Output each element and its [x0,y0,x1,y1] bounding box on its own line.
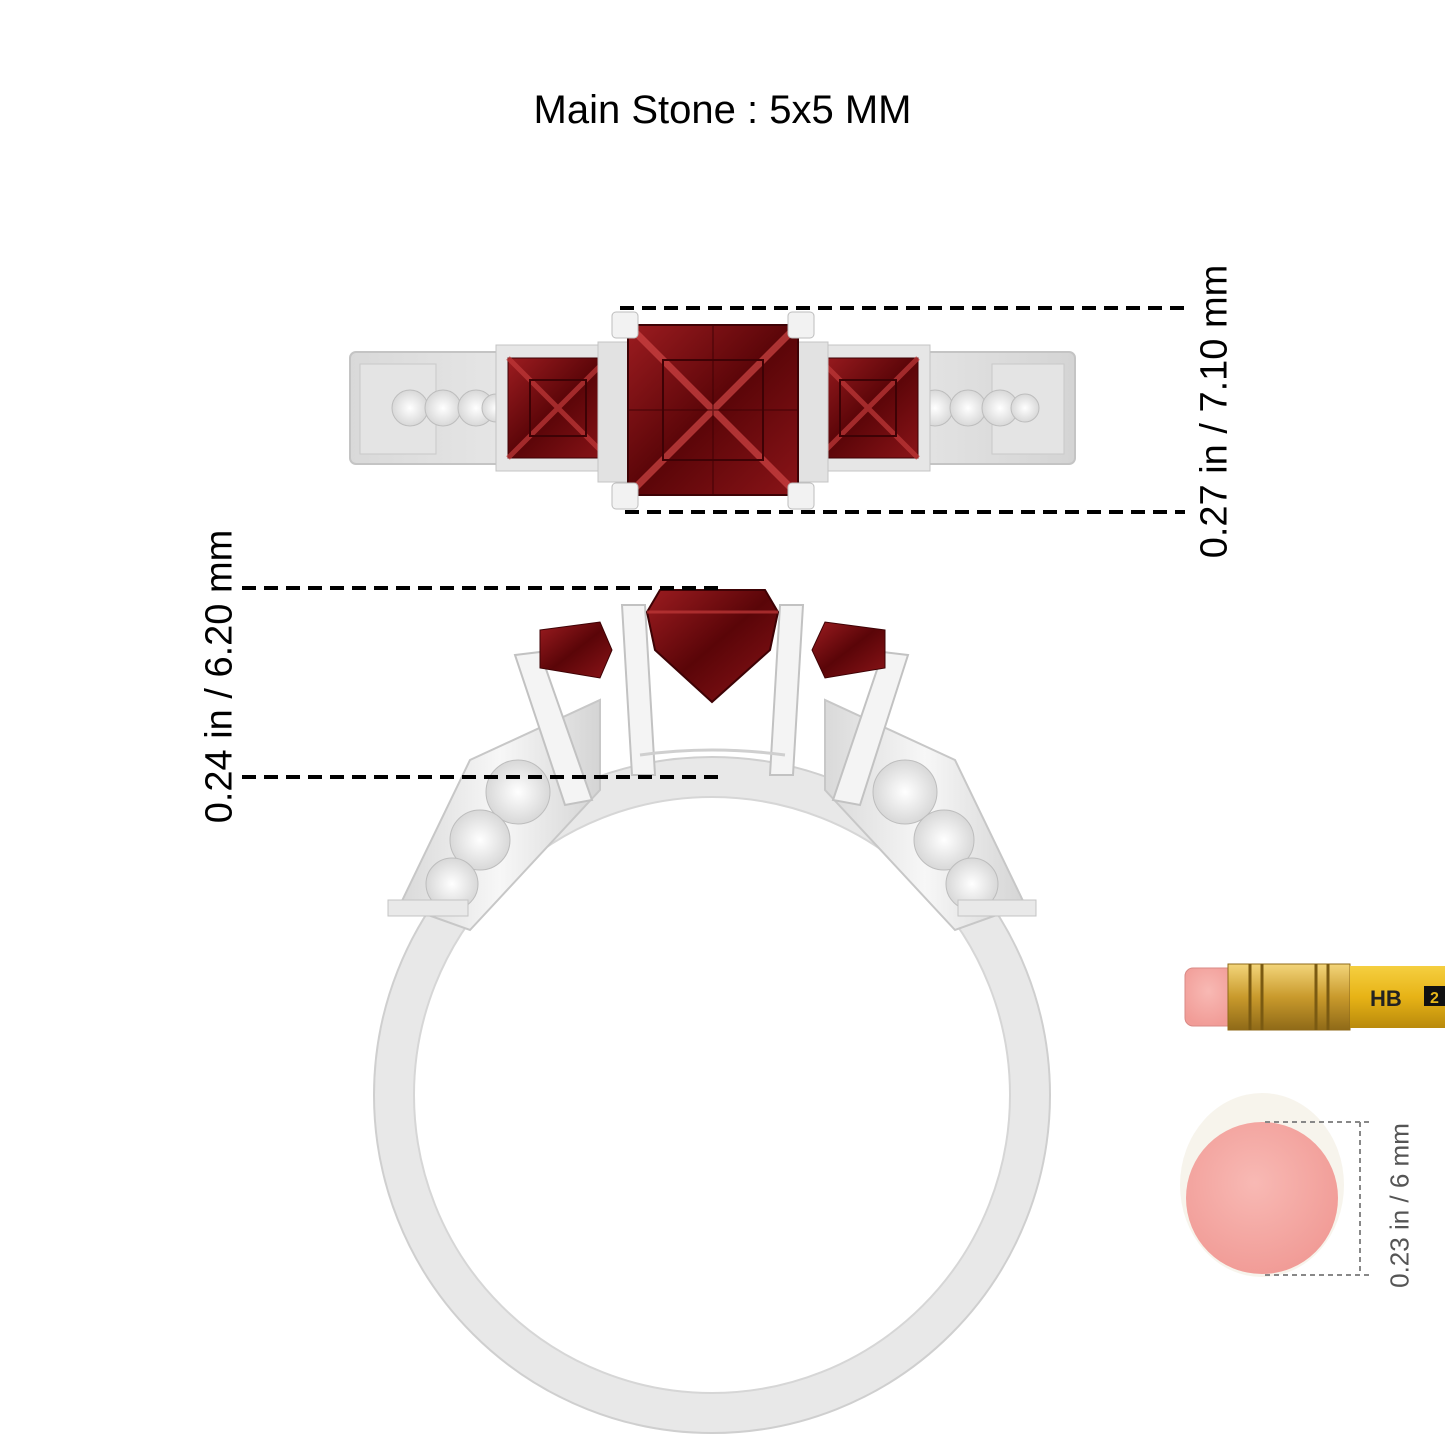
ring-top-view [349,306,1185,514]
side-view-stone-left [539,621,613,679]
main-stone-title: Main Stone : 5x5 MM [533,88,912,132]
side-view-stone-right [811,621,886,679]
pencil-grade-text: HB [1370,986,1402,1011]
top-view-side-diamonds-left [391,389,511,427]
pencil-number-text: 2 [1430,990,1439,1007]
top-view-side-stone-right [811,344,931,472]
top-view-center-stone [597,311,829,510]
eraser-circle [1186,1122,1338,1274]
eraser-tip-reference [1180,1093,1372,1277]
top-view-side-stone-left [495,344,615,472]
top-view-side-diamonds-right [916,389,1040,427]
pencil-ferrule [1227,963,1351,1031]
side-view-center-stone [645,589,780,704]
pencil-scale-reference: HB 2 [1184,963,1445,1031]
ring-side-view [242,586,1051,1434]
side-view-diamonds-right [872,759,999,911]
